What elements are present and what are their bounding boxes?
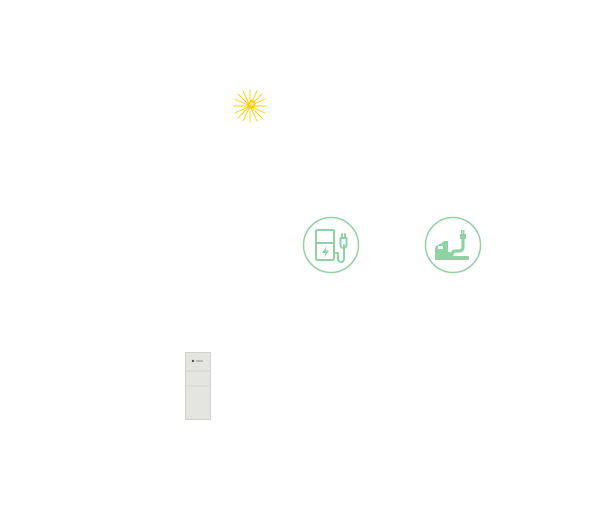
home-battery-icon	[185, 352, 211, 420]
ev-plug-car-icon	[424, 216, 482, 274]
ev-charger-icon	[302, 216, 360, 274]
sun-icon	[232, 88, 268, 124]
